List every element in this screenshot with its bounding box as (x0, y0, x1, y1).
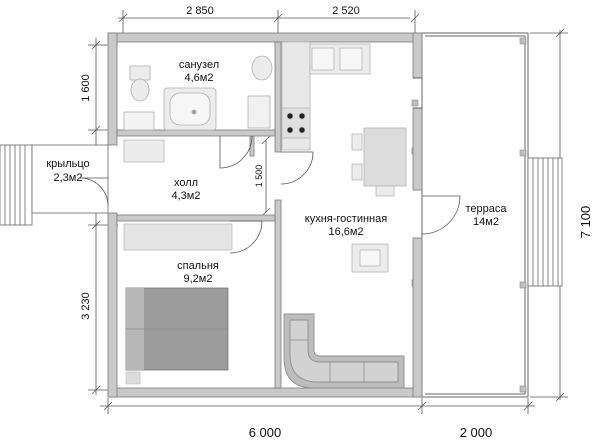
dim-hall-partition: 1 500 (254, 165, 264, 188)
sofa (283, 313, 405, 389)
room-area-bathroom: 4,6м2 (185, 72, 214, 84)
room-area-kitchen-living: 16,6м2 (328, 226, 363, 238)
dim-top-left: 2 850 (186, 5, 214, 17)
room-area-porch: 2,3м2 (54, 172, 83, 184)
room-labels: санузел 4,6м2 холл 4,3м2 спальня 9,2м2 к… (46, 59, 507, 285)
room-area-bedroom: 9,2м2 (184, 273, 213, 285)
bedroom-furniture (123, 223, 233, 385)
room-name-bedroom: спальня (177, 260, 219, 272)
terrace (421, 32, 529, 398)
room-name-bathroom: санузел (179, 59, 219, 71)
wardrobe (123, 223, 233, 251)
dim-bottom-terrace: 2 000 (460, 425, 493, 440)
bathroom-fixtures (123, 55, 273, 131)
dining-table (363, 127, 407, 187)
porch (0, 144, 109, 226)
dim-right-total: 7 100 (578, 206, 593, 239)
room-name-porch: крыльцо (46, 158, 89, 170)
dimension-labels: 2 850 2 520 1 600 3 230 1 500 7 100 6 00… (80, 5, 593, 440)
dimension-lines (88, 10, 568, 414)
toilet-icon (129, 65, 151, 81)
dim-left-upper: 1 600 (80, 74, 92, 102)
hall-furniture (123, 139, 165, 163)
room-name-kitchen-living: кухня-гостинная (305, 213, 387, 225)
terrace-posts (411, 37, 527, 393)
stove-icon (281, 107, 311, 139)
room-area-terrace: 14м2 (473, 216, 499, 228)
sink-icon (251, 55, 273, 81)
washing-machine (123, 111, 155, 131)
room-name-hall: холл (174, 177, 198, 189)
room-area-hall: 4,3м2 (172, 190, 201, 202)
room-name-terrace: терраса (465, 203, 507, 215)
dim-left-lower: 3 230 (80, 292, 92, 320)
dim-bottom-house: 6 000 (249, 425, 282, 440)
outer-walls (107, 32, 423, 398)
doors (79, 77, 461, 254)
dim-top-right: 2 520 (332, 5, 360, 17)
terrace-steps (527, 157, 563, 287)
kitchen-furniture (281, 41, 407, 273)
